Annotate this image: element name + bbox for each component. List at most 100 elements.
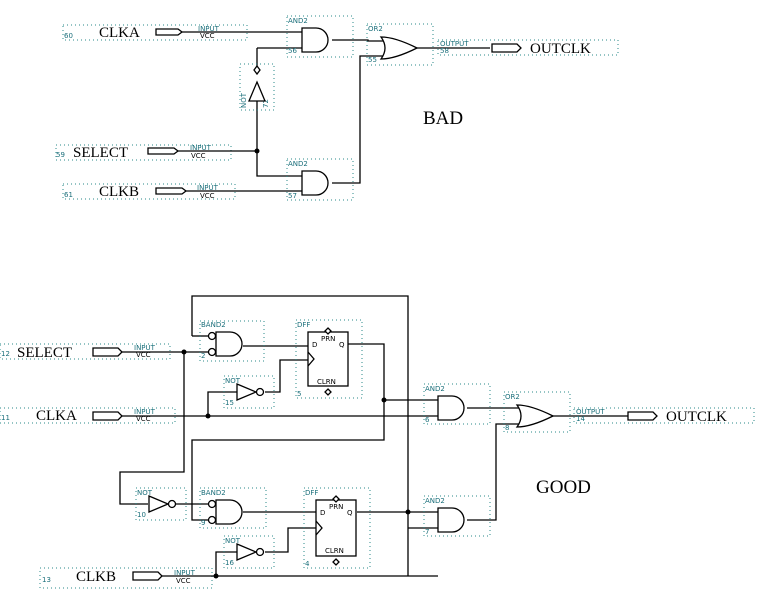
good-and2-6[interactable]: AND2 6 <box>423 383 491 425</box>
pin-q: Q <box>339 341 345 349</box>
input-port-icon <box>92 411 123 421</box>
and-gate-icon <box>215 331 243 357</box>
and-gate-icon <box>301 27 329 53</box>
good-not-10[interactable]: NOT 10 <box>135 487 187 521</box>
not-gate-icon <box>236 383 258 401</box>
bad-circuit: 60 CLKA INPUT VCC 59 SELECT INPUT VCC 61… <box>55 15 619 201</box>
input-type: INPUT <box>198 25 220 33</box>
output-type: OUTPUT <box>440 40 469 48</box>
not-gate-icon <box>236 543 258 561</box>
input-sub: VCC <box>176 577 191 585</box>
good-dff-4[interactable]: DFF 4 D Q PRN CLRN <box>303 487 371 569</box>
good-circuit: 12 SELECT INPUT VCC 11 CLKA INPUT VCC 13… <box>0 295 755 589</box>
output-port-icon <box>491 43 522 53</box>
bad-title: BAD <box>423 108 463 129</box>
good-not-15[interactable]: NOT 15 <box>223 375 275 409</box>
wire <box>191 343 385 521</box>
input-sub: VCC <box>136 351 151 359</box>
good-band2-top[interactable]: BAND2 2 <box>199 320 265 362</box>
input-port-icon <box>155 187 188 195</box>
input-sub: VCC <box>200 32 215 40</box>
output-port-icon <box>627 411 658 421</box>
good-and2-7[interactable]: AND2 7 <box>423 495 491 537</box>
inverter-bubble-icon <box>207 515 217 525</box>
gate-num: 7 <box>425 528 429 536</box>
input-type: INPUT <box>197 184 219 192</box>
gate-type: AND2 <box>425 497 445 505</box>
output-num: 14 <box>576 415 585 423</box>
wire <box>332 55 386 184</box>
bad-and2-bottom[interactable]: AND2 57 <box>286 158 354 201</box>
inverter-bubble-icon <box>255 387 265 397</box>
inverter-bubble-icon <box>253 64 261 76</box>
input-type: INPUT <box>190 144 212 152</box>
input-name: CLKB <box>76 569 116 585</box>
good-not-16[interactable]: NOT 16 <box>223 535 275 569</box>
gate-type: DFF <box>305 489 318 497</box>
good-or2-8[interactable]: OR2 8 <box>503 391 571 433</box>
gate-type: NOT <box>240 92 248 108</box>
good-input-select[interactable]: 12 SELECT INPUT VCC <box>0 343 171 361</box>
output-name: OUTCLK <box>666 409 727 425</box>
input-port-icon <box>147 147 180 155</box>
pin-prn: PRN <box>329 503 343 511</box>
input-type: INPUT <box>134 408 156 416</box>
bad-or2[interactable]: OR2 55 <box>366 23 434 66</box>
junction-dot <box>254 148 260 154</box>
bad-input-clka[interactable]: 60 CLKA INPUT VCC <box>62 24 248 41</box>
good-dff-5[interactable]: DFF 5 D Q PRN CLRN <box>295 319 363 399</box>
gate-num: 16 <box>225 559 234 567</box>
input-type: INPUT <box>134 344 156 352</box>
wire <box>265 527 318 553</box>
gate-type: NOT <box>225 377 241 385</box>
input-num: 59 <box>56 151 65 159</box>
good-title: GOOD <box>536 477 591 498</box>
gate-num: 15 <box>225 399 234 407</box>
wire <box>119 352 185 505</box>
not-gate-icon <box>248 80 266 102</box>
input-port-icon <box>155 28 184 36</box>
good-band2-9[interactable]: BAND2 9 <box>199 487 267 529</box>
bad-input-select[interactable]: 59 SELECT INPUT VCC <box>55 144 232 161</box>
inverter-bubble-icon <box>207 331 217 341</box>
gate-num: 8 <box>505 424 509 432</box>
or-gate-icon <box>379 36 419 60</box>
pin-clrn: CLRN <box>317 378 336 386</box>
output-name: OUTCLK <box>530 41 591 57</box>
good-input-clka[interactable]: 11 CLKA INPUT VCC <box>0 407 176 424</box>
gate-num: 10 <box>137 511 146 519</box>
bad-input-clkb[interactable]: 61 CLKB INPUT VCC <box>62 183 236 200</box>
pin-d: D <box>320 509 325 517</box>
clock-input-icon <box>315 520 323 536</box>
gate-type: BAND2 <box>201 489 226 497</box>
wire <box>467 423 519 521</box>
gate-num: 55 <box>368 56 377 64</box>
junction-dot <box>405 509 411 515</box>
gate-type: OR2 <box>368 25 383 33</box>
pin-q: Q <box>347 509 353 517</box>
good-output-outclk[interactable]: OUTPUT 14 OUTCLK <box>573 407 755 425</box>
inverter-bubble-icon <box>207 499 217 509</box>
gate-num: 5 <box>297 390 301 398</box>
input-name: SELECT <box>73 145 128 161</box>
bad-output-outclk[interactable]: OUTPUT 58 OUTCLK <box>437 39 619 57</box>
clrn-bubble-icon <box>324 388 332 396</box>
input-name: CLKA <box>99 25 140 41</box>
inverter-bubble-icon <box>167 499 177 509</box>
bad-and2-top[interactable]: AND2 56 <box>286 15 354 58</box>
good-input-clkb[interactable]: 13 CLKB INPUT VCC <box>39 567 213 589</box>
input-num: 13 <box>42 576 51 584</box>
wire <box>207 391 237 416</box>
gate-type: AND2 <box>288 160 308 168</box>
output-type: OUTPUT <box>576 408 605 416</box>
input-num: 61 <box>64 191 73 199</box>
gate-num: 6 <box>425 416 430 424</box>
or-gate-icon <box>515 404 555 428</box>
input-sub: VCC <box>200 192 215 200</box>
gate-type: NOT <box>225 537 241 545</box>
gate-num: 72 <box>262 99 270 108</box>
bad-not[interactable]: NOT 72 <box>239 63 275 111</box>
prn-bubble-icon <box>324 327 332 335</box>
inverter-bubble-icon <box>207 347 217 357</box>
input-name: CLKB <box>99 184 139 200</box>
